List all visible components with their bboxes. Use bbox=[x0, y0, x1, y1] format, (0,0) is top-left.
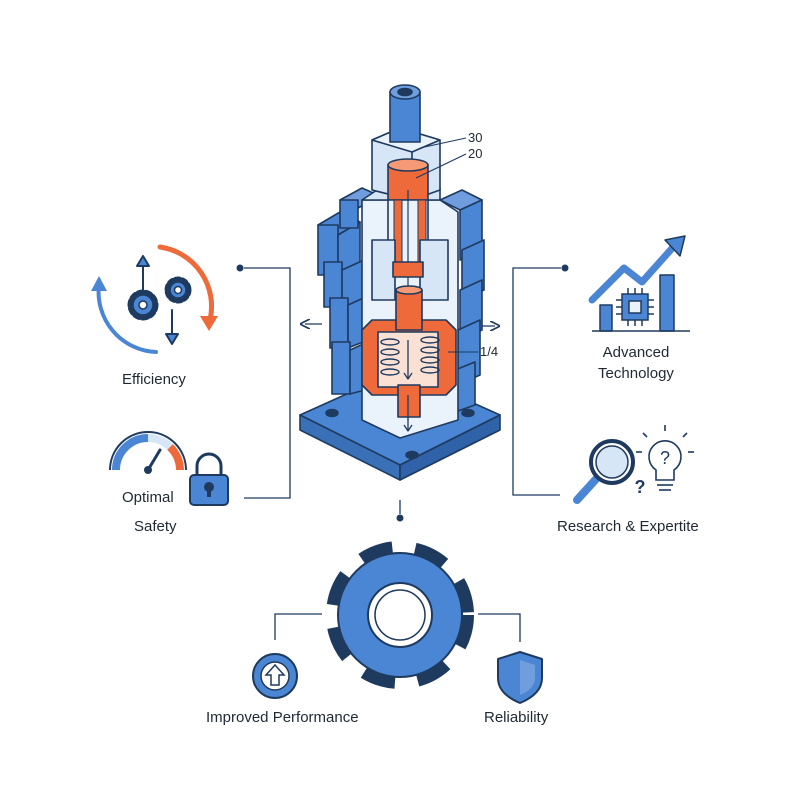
magnifier-icon bbox=[573, 439, 635, 504]
efficiency-cycle-icon bbox=[91, 244, 218, 354]
svg-text:?: ? bbox=[660, 448, 670, 468]
research-label: Research & Expertite bbox=[557, 518, 699, 535]
gear-icon bbox=[326, 541, 474, 689]
dimension-20: 20 bbox=[468, 146, 483, 161]
efficiency-label: Efficiency bbox=[122, 371, 186, 388]
question-mark-icon: ? bbox=[635, 477, 646, 497]
reliability-label: Reliability bbox=[484, 709, 549, 726]
technology-label: Technology bbox=[598, 365, 674, 382]
padlock-icon bbox=[189, 452, 229, 506]
cylinder-assembly-illustration bbox=[299, 84, 501, 481]
growth-chart-icon bbox=[588, 235, 690, 332]
dimension-30: 30 bbox=[468, 130, 483, 145]
microchip-icon bbox=[616, 288, 654, 326]
advanced-label: Advanced bbox=[602, 344, 670, 361]
performance-label: Improved Performance bbox=[206, 709, 359, 726]
gauge-icon bbox=[109, 431, 187, 474]
upload-arrow-icon bbox=[252, 653, 298, 699]
optimal-label: Optimal bbox=[122, 489, 174, 506]
safety-label: Safety bbox=[134, 518, 177, 535]
lightbulb-icon: ? bbox=[636, 425, 694, 491]
shield-icon bbox=[497, 651, 543, 704]
dimension-1-4: 1/4 bbox=[480, 344, 499, 359]
